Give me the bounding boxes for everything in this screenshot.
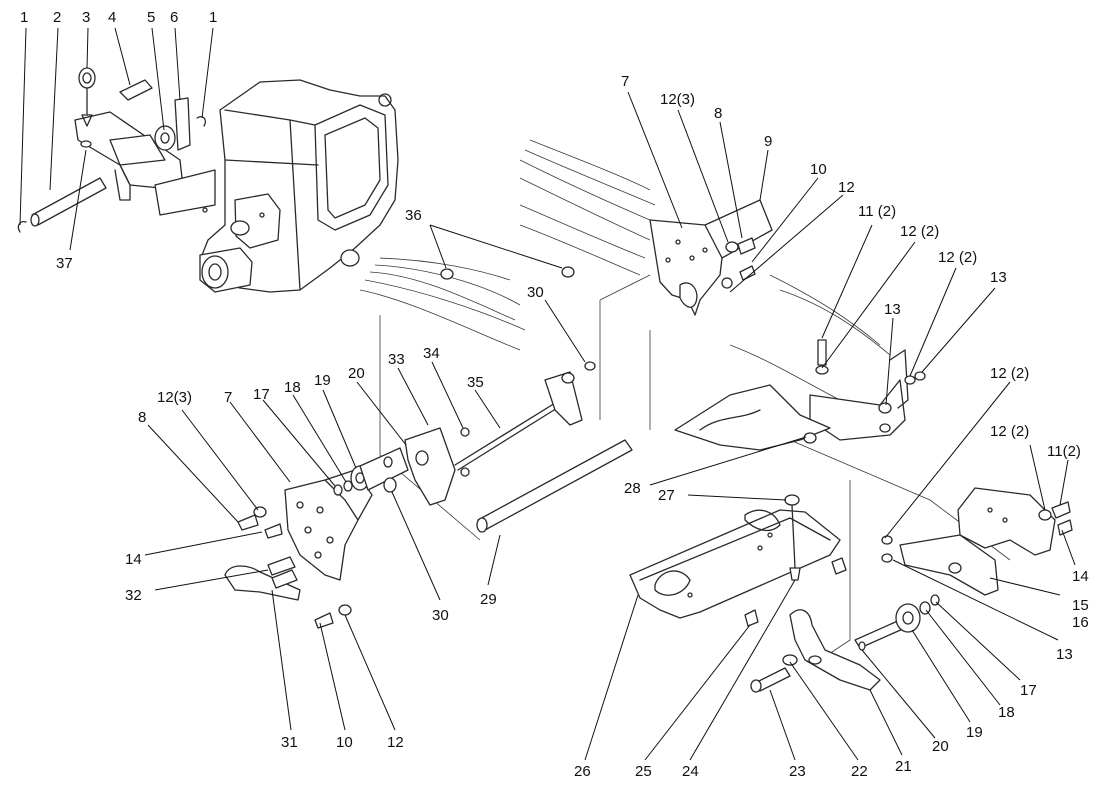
callout-8-upper: 8: [714, 105, 722, 122]
callout-13-upper-b: 13: [884, 301, 901, 318]
callout-23: 23: [789, 763, 806, 780]
callout-17-right: 17: [1020, 682, 1037, 699]
callout-11-2-right: 11(2): [1047, 443, 1081, 460]
callout-12-3-upper: 12(3): [660, 91, 695, 108]
callout-21: 21: [895, 758, 912, 775]
callout-11-2-upper: 11 (2): [858, 203, 896, 220]
callout-7-lower: 7: [224, 389, 232, 406]
callout-14-lower: 14: [125, 551, 142, 568]
callout-12-2-right-b: 12 (2): [990, 423, 1029, 440]
nut-left: [440, 268, 454, 280]
callout-29: 29: [480, 591, 497, 608]
callout-22: 22: [851, 763, 868, 780]
callout-30-lower: 30: [432, 607, 449, 624]
right-bushing-stack: [750, 594, 940, 693]
callout-28: 28: [624, 480, 641, 497]
callout-31: 31: [281, 734, 298, 751]
callout-18-lower: 18: [284, 379, 301, 396]
callout-36: 36: [405, 207, 422, 224]
callout-labels: 1 2 3 4 5 6 1 37 7 12(3) 8 9 10 12 11 (2…: [20, 9, 1089, 780]
callout-12-upper: 12: [838, 179, 855, 196]
callout-12-3-lower: 12(3): [157, 389, 192, 406]
callout-2: 2: [53, 9, 61, 26]
callout-35: 35: [467, 374, 484, 391]
pedal-arm: [789, 609, 881, 691]
callout-26: 26: [574, 763, 591, 780]
callout-30-upper: 30: [527, 284, 544, 301]
cross-shaft: [476, 439, 633, 533]
callout-9: 9: [764, 133, 772, 150]
callout-13-right: 13: [1056, 646, 1073, 663]
callout-18-right: 18: [998, 704, 1015, 721]
callout-20-lower: 20: [348, 365, 365, 382]
callout-17-lower: 17: [253, 386, 270, 403]
callout-3: 3: [82, 9, 90, 26]
callout-37: 37: [56, 255, 73, 272]
right-lower-bracket: [881, 487, 1073, 596]
left-bushing-stack: [333, 427, 470, 506]
callout-4: 4: [108, 9, 116, 26]
leader-lines: [19, 27, 1076, 761]
callout-1-a: 1: [20, 9, 28, 26]
callout-27: 27: [658, 487, 675, 504]
callout-10-lower: 10: [336, 734, 353, 751]
callout-8-lower: 8: [138, 409, 146, 426]
callout-1-b: 1: [209, 9, 217, 26]
callout-12-2-upper-a: 12 (2): [900, 223, 939, 240]
callout-6: 6: [170, 9, 178, 26]
callout-33: 33: [388, 351, 405, 368]
callout-20-right: 20: [932, 738, 949, 755]
shift-bracket-assembly: [74, 67, 216, 216]
transmission-housing: [199, 79, 399, 293]
callout-19-lower: 19: [314, 372, 331, 389]
right-upper-bracket: [674, 339, 926, 451]
left-pedal-bracket: [237, 469, 373, 629]
callout-15: 15: [1072, 597, 1089, 614]
callout-5: 5: [147, 9, 155, 26]
callout-32: 32: [125, 587, 142, 604]
callout-34: 34: [423, 345, 440, 362]
upper-mount-bracket: [561, 199, 773, 316]
callout-25: 25: [635, 763, 652, 780]
callout-12-2-upper-b: 12 (2): [938, 249, 977, 266]
control-cables: [359, 139, 891, 401]
pivot-rod-left: [17, 177, 107, 233]
callout-7-upper: 7: [621, 73, 629, 90]
pedal-mount-plate: [629, 494, 847, 627]
shift-rod: [454, 361, 596, 471]
callout-16: 16: [1072, 614, 1089, 631]
callout-24: 24: [682, 763, 699, 780]
callout-19-right: 19: [966, 724, 983, 741]
left-pedal: [224, 556, 301, 601]
callout-12-lower: 12: [387, 734, 404, 751]
callout-10-upper: 10: [810, 161, 827, 178]
callout-14-right: 14: [1072, 568, 1089, 585]
callout-12-2-right-a: 12 (2): [990, 365, 1029, 382]
callout-13-upper-a: 13: [990, 269, 1007, 286]
